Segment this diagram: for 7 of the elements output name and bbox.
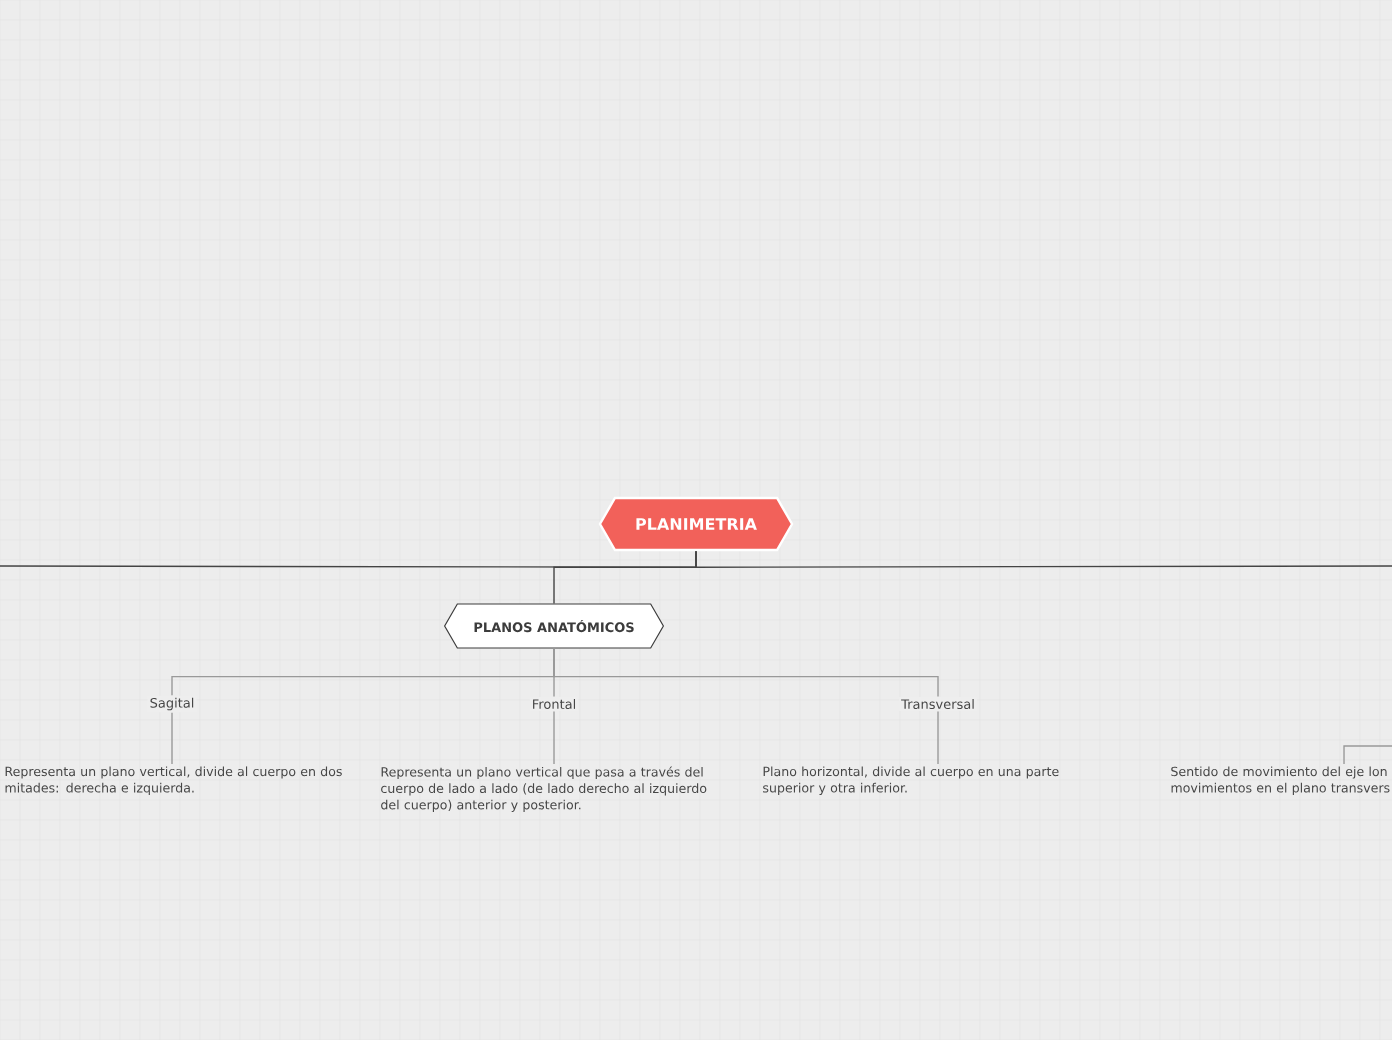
connector-line <box>553 647 939 698</box>
connector-line <box>937 710 939 765</box>
connector-line <box>1343 745 1392 765</box>
connector-line <box>171 712 173 765</box>
connector-line <box>553 710 555 765</box>
connector-line <box>695 550 1392 568</box>
central-topic-hexagon: PLANIMETRIA <box>598 496 794 552</box>
